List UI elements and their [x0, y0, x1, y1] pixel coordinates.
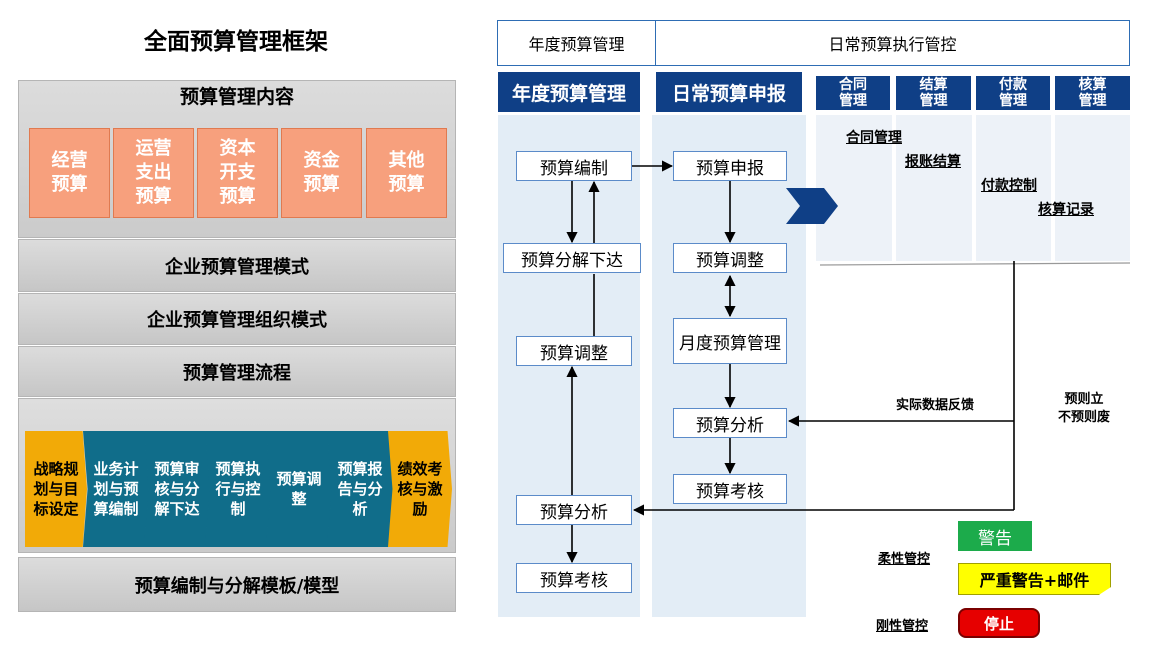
- content-item-operating-expense: 运营 支出 预算: [113, 128, 194, 218]
- rule-label: 预则立 不预则废: [1057, 392, 1110, 425]
- settlement-link[interactable]: 报账结算: [905, 154, 961, 170]
- daily-analysis-box: 预算分析: [673, 408, 787, 438]
- accounting-record-link[interactable]: 核算记录: [1038, 202, 1094, 218]
- process-band: 预算管理流程: [18, 346, 456, 397]
- daily-monthly-box: 月度预算管理: [673, 318, 787, 364]
- daily-column-header: 日常预算申报: [656, 72, 802, 112]
- process-step-review: 预算审 核与分 解下达: [144, 431, 210, 547]
- process-step-execution: 预算执 行与控 制: [205, 431, 271, 547]
- process-steps-section: 战略规 划与目 标设定 业务计 划与预 算编制 预算审 核与分 解下达 预算执 …: [18, 398, 456, 553]
- payment-control-link[interactable]: 付款控制: [981, 178, 1037, 194]
- annual-decompose-box: 预算分解下达: [503, 243, 641, 273]
- framework-title: 全面预算管理框架: [144, 29, 328, 55]
- content-item-funds: 资金 预算: [281, 128, 362, 218]
- content-title: 预算管理内容: [179, 85, 294, 108]
- daily-report-box: 预算申报: [673, 151, 787, 181]
- header-daily-control: 日常预算执行管控: [655, 20, 1130, 66]
- content-item-operating: 经营 预算: [29, 128, 110, 218]
- stop-badge: 停止: [958, 608, 1040, 638]
- annual-analysis-box: 预算分析: [516, 495, 632, 525]
- daily-column-bg: [652, 115, 806, 617]
- control-divider: [819, 262, 1131, 266]
- process-step-planning: 业务计 划与预 算编制: [83, 431, 149, 547]
- header-annual: 年度预算管理: [497, 20, 656, 66]
- daily-adjust-box: 预算调整: [673, 243, 787, 273]
- accounting-mgmt-header: 核算 管理: [1055, 76, 1130, 110]
- accounting-stripe: [1055, 115, 1130, 261]
- budget-content-section: 预算管理内容 经营 预算 运营 支出 预算 资本 开支 预算 资金 预算 其他 …: [18, 80, 456, 238]
- settlement-stripe: [896, 115, 972, 261]
- content-item-capex: 资本 开支 预算: [197, 128, 278, 218]
- template-model-band: 预算编制与分解模板/模型: [18, 557, 456, 612]
- warning-badge: 警告: [958, 521, 1032, 551]
- contract-mgmt-link[interactable]: 合同管理: [846, 130, 902, 146]
- process-step-reporting: 预算报 告与分 析: [327, 431, 393, 547]
- annual-compile-box: 预算编制: [516, 151, 632, 181]
- annual-column-header: 年度预算管理: [498, 72, 640, 112]
- process-step-adjustment: 预算调 整: [266, 431, 332, 547]
- contract-stripe: [816, 115, 892, 261]
- contract-mgmt-header: 合同 管理: [816, 76, 890, 110]
- management-mode-band: 企业预算管理模式: [18, 239, 456, 292]
- payment-mgmt-header: 付款 管理: [976, 76, 1050, 110]
- annual-assess-box: 预算考核: [516, 563, 632, 593]
- payment-stripe: [976, 115, 1051, 261]
- feedback-label: 实际数据反馈: [896, 398, 975, 413]
- process-step-strategy: 战略规 划与目 标设定: [25, 431, 87, 547]
- daily-assess-box: 预算考核: [673, 474, 787, 504]
- severe-warning-badge: 严重警告+邮件: [958, 563, 1111, 595]
- content-item-other: 其他 预算: [366, 128, 447, 218]
- transition-chevron-icon: [786, 188, 838, 224]
- process-step-performance: 绩效考 核与激 励: [388, 431, 452, 547]
- settlement-mgmt-header: 结算 管理: [896, 76, 971, 110]
- organization-mode-band: 企业预算管理组织模式: [18, 293, 456, 345]
- soft-control-label: 柔性管控: [878, 552, 931, 567]
- hard-control-label: 刚性管控: [876, 619, 929, 634]
- annual-adjust-box: 预算调整: [516, 336, 632, 366]
